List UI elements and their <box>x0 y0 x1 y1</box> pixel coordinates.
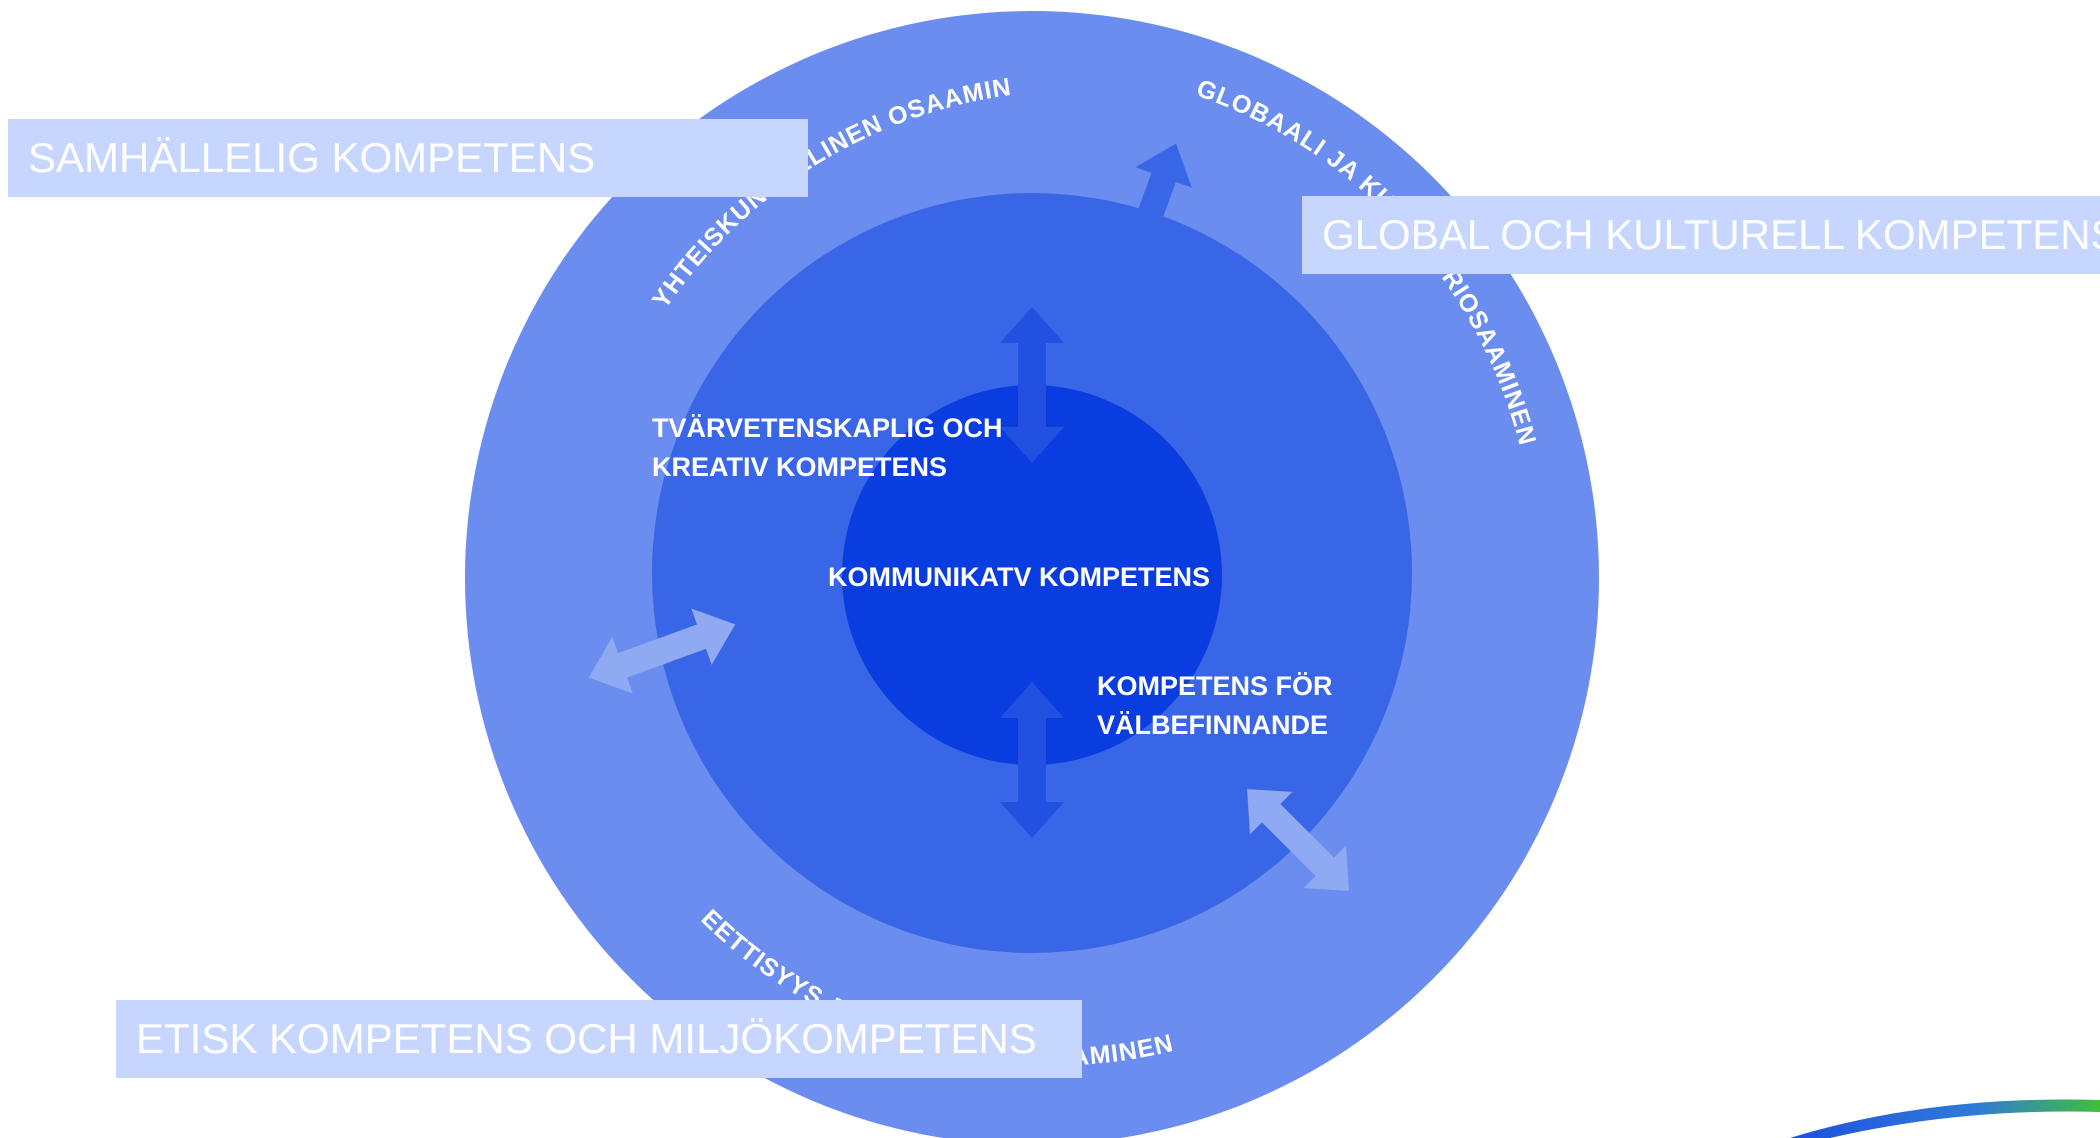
label-tvarvetenskaplig-line1: TVÄRVETENSKAPLIG OCH <box>652 413 1003 443</box>
label-valbefinnande-line2: VÄLBEFINNANDE <box>1097 710 1328 740</box>
double-arrow-icon <box>1247 789 1349 891</box>
inner-core <box>842 385 1222 765</box>
swoosh-logo-icon <box>1790 1099 2100 1138</box>
double-arrow-icon <box>1108 143 1192 287</box>
label-tvarvetenskaplig-line2: KREATIV KOMPETENS <box>652 452 947 482</box>
label-global-och-kulturell-kompetens: GLOBAL OCH KULTURELL KOMPETENS <box>1302 196 2100 274</box>
double-arrow-icon <box>1000 682 1064 838</box>
label-valbefinnande-line1: KOMPETENS FÖR <box>1097 671 1333 701</box>
label-etisk-kompetens: ETISK KOMPETENS OCH MILJÖKOMPETENS <box>116 1000 1082 1078</box>
label-kommunikativ: KOMMUNIKATV KOMPETENS <box>828 562 1210 592</box>
double-arrow-icon <box>1000 307 1064 463</box>
double-arrow-icon <box>588 608 736 694</box>
label-samhallelig-kompetens: SAMHÄLLELIG KOMPETENS <box>8 119 808 197</box>
